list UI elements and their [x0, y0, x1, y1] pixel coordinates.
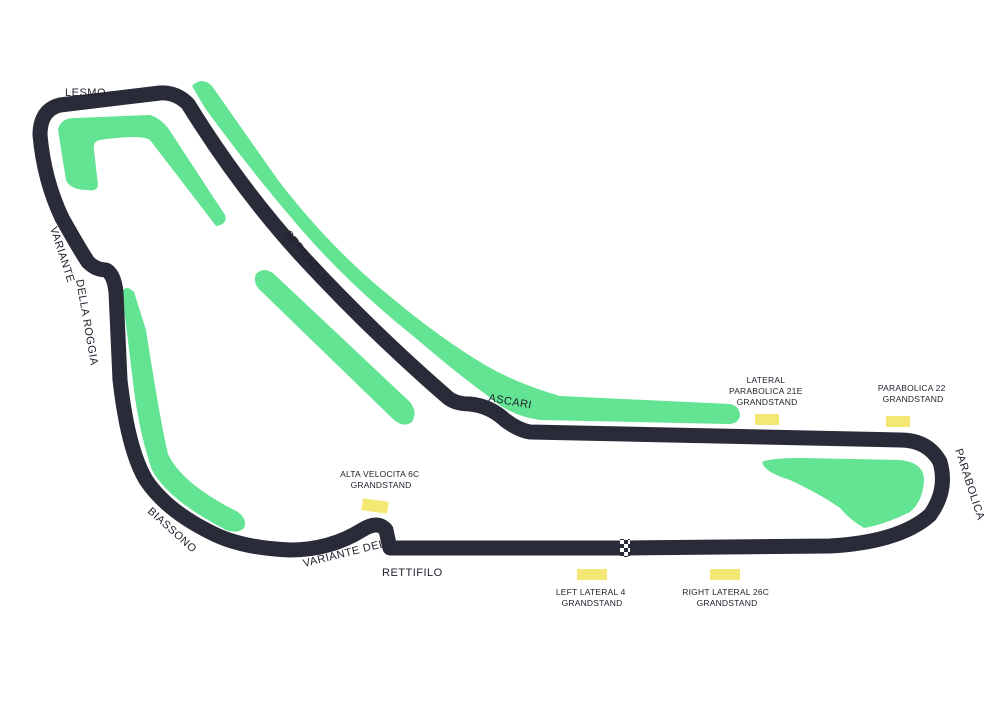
- grandstand-label-line: PARABOLICA 22: [878, 383, 946, 393]
- grandstand-marker-parabolica-22: [886, 416, 910, 427]
- grass-area-lesmo-infield: [58, 115, 226, 226]
- grandstand-label-line: GRANDSTAND: [737, 397, 798, 407]
- track-outline: [32, 85, 950, 558]
- grandstand-label-line: LATERAL: [747, 375, 786, 385]
- grandstand-label-lateral-parabolica-21e: LATERAL PARABOLICA 21E GRANDSTAND: [729, 375, 805, 407]
- corner-label-lesmo: LESMO: [65, 87, 106, 99]
- grandstand-marker-alta-velocita-6c: [361, 498, 389, 514]
- grandstand-label-line: PARABOLICA 21E: [729, 386, 803, 396]
- corner-label-variante-rettifilo-2: RETTIFILO: [382, 567, 443, 579]
- grandstand-marker-lateral-parabolica-21e: [755, 414, 779, 425]
- grass-area-serraglio-outer: [192, 81, 740, 424]
- grandstand-label-line: GRANDSTAND: [697, 598, 758, 608]
- grass-area-roggia-inner: [122, 288, 246, 532]
- grandstand-label-alta-velocita-6c: ALTA VELOCITA 6C GRANDSTAND: [340, 469, 422, 490]
- grandstand-label-line: ALTA VELOCITA 6C: [340, 469, 419, 479]
- grandstand-labels: LATERAL PARABOLICA 21E GRANDSTAND PARABO…: [340, 375, 948, 608]
- grass-areas: [58, 81, 924, 532]
- grandstand-label-line: GRANDSTAND: [562, 598, 623, 608]
- grandstand-marker-right-lateral-26c: [710, 569, 740, 580]
- corner-label-parabolica: PARABOLICA: [952, 447, 986, 522]
- grandstand-label-line: RIGHT LATERAL 26C: [682, 587, 769, 597]
- grandstand-label-left-lateral-4: LEFT LATERAL 4 GRANDSTAND: [556, 587, 628, 608]
- grandstand-label-line: LEFT LATERAL 4: [556, 587, 626, 597]
- grandstand-label-line: GRANDSTAND: [351, 480, 412, 490]
- grandstand-label-line: GRANDSTAND: [883, 394, 944, 404]
- grandstand-label-right-lateral-26c: RIGHT LATERAL 26C GRANDSTAND: [682, 587, 771, 608]
- grandstand-label-parabolica-22: PARABOLICA 22 GRANDSTAND: [878, 383, 948, 404]
- corner-label-variante-roggia-2: DELLA ROGGIA: [73, 278, 100, 366]
- grandstand-marker-left-lateral-4: [577, 569, 607, 580]
- chequered-flag-icon: [620, 539, 630, 557]
- grass-area-parabolica-inner: [762, 458, 924, 528]
- grass-area-serraglio-inner: [254, 270, 415, 425]
- grandstand-markers: [361, 414, 910, 580]
